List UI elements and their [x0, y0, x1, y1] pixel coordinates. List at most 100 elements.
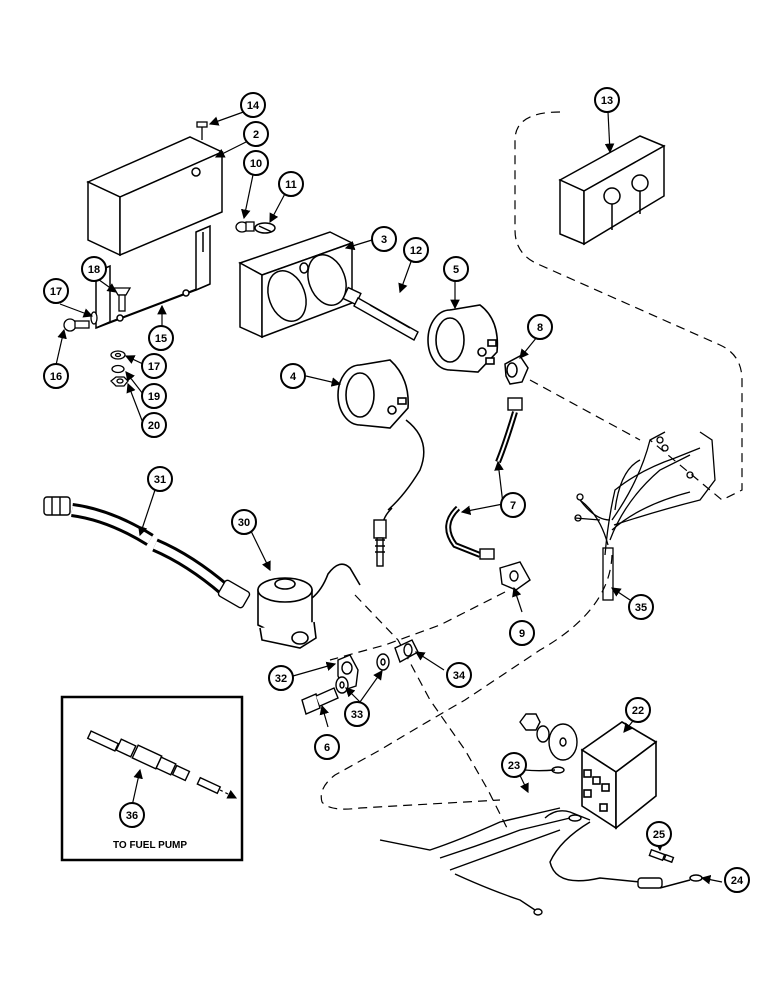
callout-9: 9: [509, 620, 535, 646]
svg-text:33: 33: [351, 709, 363, 721]
part-9-tee: [499, 561, 531, 591]
svg-text:9: 9: [519, 628, 525, 640]
callout-36: 36: [119, 802, 145, 828]
part-7-oil-line: [445, 397, 523, 560]
part-6-bolt: [301, 687, 339, 715]
svg-text:34: 34: [453, 670, 466, 682]
callout-11: 11: [278, 171, 304, 197]
part-5-gauge: [427, 304, 499, 373]
callout-32: 32: [268, 665, 294, 691]
part-22-hardware: [519, 713, 578, 761]
svg-text:23: 23: [508, 760, 520, 772]
callout-22: 22: [625, 697, 651, 723]
svg-text:12: 12: [410, 245, 422, 257]
part-23-harness: [379, 766, 591, 916]
callout-18: 18: [81, 256, 107, 282]
part-16-screw: [63, 318, 90, 332]
inset-box: TO FUEL PUMP: [60, 695, 244, 862]
svg-text:3: 3: [381, 234, 387, 246]
svg-text:31: 31: [154, 474, 166, 486]
callout-10: 10: [243, 150, 269, 176]
part-8-elbow: [504, 355, 529, 385]
svg-text:13: 13: [601, 95, 613, 107]
svg-text:11: 11: [285, 179, 297, 191]
part-12-sender: [342, 286, 419, 341]
callout-5: 5: [443, 256, 469, 282]
svg-text:17: 17: [148, 361, 160, 373]
callout-19: 19: [141, 383, 167, 409]
callout-30: 30: [231, 509, 257, 535]
svg-text:7: 7: [510, 500, 516, 512]
part-19-lockwasher: [111, 364, 125, 374]
svg-text:18: 18: [88, 264, 100, 276]
part-15-bracket: [95, 224, 211, 330]
part-17-washer: [90, 311, 126, 360]
callout-24: 24: [724, 867, 750, 893]
part-10-bulb: [235, 221, 255, 233]
part-33-washer: [335, 653, 390, 694]
svg-text:6: 6: [324, 742, 330, 754]
callout-8: 8: [527, 314, 553, 340]
svg-text:22: 22: [632, 705, 644, 717]
callout-6: 6: [314, 734, 340, 760]
part-22-relay: [580, 721, 658, 830]
part-20-nut: [110, 376, 129, 387]
svg-text:32: 32: [275, 673, 287, 685]
part-18-bolt: [112, 287, 132, 312]
callout-7: 7: [500, 492, 526, 518]
callout-2: 2: [243, 121, 269, 147]
svg-text:14: 14: [247, 100, 260, 112]
part-24-fuse-holder: [637, 877, 663, 889]
part-13-plate: [558, 135, 666, 246]
callout-3: 3: [371, 226, 397, 252]
part-4-gauge: [337, 359, 409, 429]
callout-20: 20: [141, 412, 167, 438]
inset-label: TO FUEL PUMP: [113, 840, 187, 851]
svg-text:19: 19: [148, 391, 160, 403]
part-31-hose: [70, 503, 230, 596]
svg-text:4: 4: [290, 371, 297, 383]
callout-16: 16: [43, 363, 69, 389]
svg-text:2: 2: [253, 129, 259, 141]
part-3-panel: [238, 231, 354, 339]
callout-31: 31: [147, 466, 173, 492]
callout-14: 14: [240, 92, 266, 118]
part-34-adapter: [394, 639, 419, 664]
callout-17-lower: 17: [141, 353, 167, 379]
svg-text:8: 8: [537, 322, 543, 334]
svg-text:35: 35: [635, 602, 647, 614]
dashed-outlines: [320, 111, 743, 831]
svg-text:5: 5: [453, 264, 459, 276]
part-4-wire: [382, 419, 425, 531]
svg-text:24: 24: [731, 875, 744, 887]
callout-15: 15: [148, 325, 174, 351]
part-35-harness: [574, 431, 716, 601]
callout-4: 4: [280, 363, 306, 389]
svg-text:16: 16: [50, 371, 62, 383]
callout-35: 35: [628, 594, 654, 620]
callout-17-upper: 17: [43, 278, 69, 304]
part-30-solenoid: [257, 563, 361, 649]
part-24-wire: [549, 821, 703, 889]
part-11-clip: [254, 222, 276, 234]
callout-33: 33: [344, 701, 370, 727]
part-31-fitting: [43, 496, 251, 609]
svg-text:36: 36: [126, 810, 138, 822]
callout-12: 12: [403, 237, 429, 263]
callout-13: 13: [594, 87, 620, 113]
part-2-box: [86, 136, 224, 257]
part-4-sender: [373, 519, 387, 567]
callouts: 14 2 10 11 3 12 5 8 13 18 17 16 15 17 19…: [43, 87, 750, 893]
svg-text:17: 17: [50, 286, 62, 298]
callout-25: 25: [646, 821, 672, 847]
svg-text:10: 10: [250, 158, 262, 170]
part-36-filter: [86, 730, 222, 795]
svg-text:30: 30: [238, 517, 250, 529]
svg-text:25: 25: [653, 829, 665, 841]
svg-text:20: 20: [148, 420, 160, 432]
part-25-fuse: [648, 848, 675, 864]
callout-34: 34: [446, 662, 472, 688]
svg-text:15: 15: [155, 333, 167, 345]
callout-23: 23: [501, 752, 527, 778]
